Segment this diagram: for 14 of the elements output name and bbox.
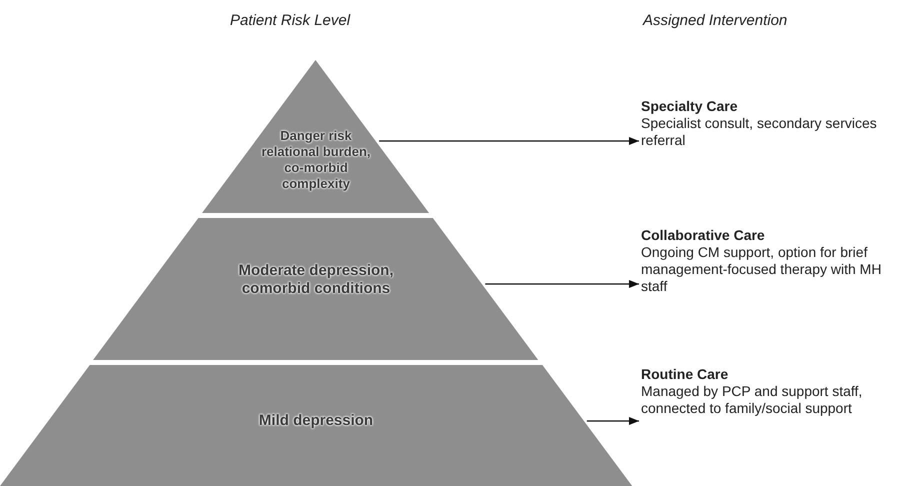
care-description: Managed by PCP and support staff, connected to family/social support	[641, 383, 864, 417]
care-title: Routine Care	[641, 366, 730, 383]
column-heading: Patient Risk Level	[230, 12, 350, 29]
arrow	[379, 137, 639, 145]
tier-label: Danger risk relational burden, co-morbid complexity	[260, 128, 371, 192]
tier-label: Mild depression	[258, 412, 374, 430]
care-description: Specialist consult, secondary services referral	[641, 115, 878, 149]
arrow	[485, 280, 639, 288]
care-title: Specialty Care	[641, 98, 738, 115]
care-description: Ongoing CM support, option for brief management-focused therapy with MH staff	[641, 244, 882, 295]
tier-label: Moderate depression, comorbid conditions	[237, 262, 394, 298]
care-title: Collaborative Care	[641, 227, 766, 244]
arrow	[586, 417, 639, 425]
column-heading: Assigned Intervention	[643, 12, 788, 29]
